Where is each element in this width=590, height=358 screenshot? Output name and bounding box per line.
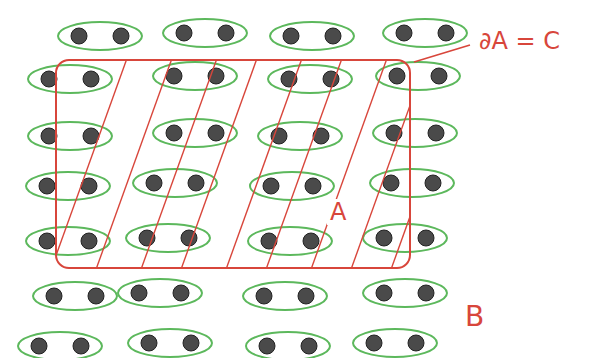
site-dot xyxy=(301,338,317,354)
dimer-ellipse xyxy=(153,119,237,147)
site-dot xyxy=(431,68,447,84)
site-dot xyxy=(71,28,87,44)
dimer-ellipse xyxy=(373,119,457,147)
boundary-label: ∂A = C xyxy=(476,28,563,54)
site-dot xyxy=(383,175,399,191)
dimer-ellipse xyxy=(363,279,447,307)
site-dot xyxy=(81,233,97,249)
dimer-ellipse xyxy=(363,224,447,252)
site-dot xyxy=(173,285,189,301)
leader-line xyxy=(414,45,470,62)
site-dot xyxy=(166,125,182,141)
dimer-ellipse xyxy=(163,19,247,47)
site-dot xyxy=(259,338,275,354)
dimer-ellipse xyxy=(58,22,142,50)
site-dot xyxy=(396,25,412,41)
site-dot xyxy=(303,233,319,249)
site-dot xyxy=(376,285,392,301)
site-dot xyxy=(218,25,234,41)
site-dot xyxy=(176,25,192,41)
site-dot xyxy=(376,230,392,246)
dimer-ellipse xyxy=(246,332,330,358)
site-dot xyxy=(88,288,104,304)
site-dot xyxy=(263,178,279,194)
site-dot xyxy=(166,68,182,84)
dimer-ellipse xyxy=(18,332,102,358)
site-dot xyxy=(389,68,405,84)
dimer-ellipse xyxy=(26,227,110,255)
region-a: A xyxy=(55,59,411,269)
site-dot xyxy=(131,285,147,301)
dimer-ellipse xyxy=(126,224,210,252)
site-dot xyxy=(438,25,454,41)
site-dot xyxy=(418,230,434,246)
hatching xyxy=(56,60,410,268)
site-dot xyxy=(325,28,341,44)
site-dot xyxy=(366,335,382,351)
dimer-ellipse xyxy=(243,282,327,310)
site-dot xyxy=(31,338,47,354)
region-label: A xyxy=(327,199,349,225)
site-dot xyxy=(188,175,204,191)
dimer-ellipse xyxy=(270,22,354,50)
site-dot xyxy=(146,175,162,191)
site-dot xyxy=(305,178,321,194)
dimer-ellipse xyxy=(268,65,352,93)
dimer-ellipse xyxy=(353,329,437,357)
site-dot xyxy=(39,233,55,249)
dimer-ellipse xyxy=(376,62,460,90)
site-dot xyxy=(425,175,441,191)
dimer-ellipse xyxy=(383,19,467,47)
site-dot xyxy=(113,28,129,44)
site-dot xyxy=(408,335,424,351)
dimer-ellipse xyxy=(248,227,332,255)
region-label: B xyxy=(462,302,487,333)
site-dot xyxy=(183,335,199,351)
site-dot xyxy=(283,28,299,44)
dimer-ellipse xyxy=(28,65,112,93)
site-dot xyxy=(256,288,272,304)
dimer-ellipse xyxy=(128,329,212,357)
site-dot xyxy=(298,288,314,304)
site-dot xyxy=(208,125,224,141)
dimer-ellipse xyxy=(26,172,110,200)
site-dot xyxy=(46,288,62,304)
site-dot xyxy=(83,71,99,87)
dimer-ellipse xyxy=(118,279,202,307)
dimer-ellipse xyxy=(33,282,117,310)
site-dot xyxy=(141,335,157,351)
site-dot xyxy=(418,285,434,301)
site-dot xyxy=(73,338,89,354)
site-dot xyxy=(39,178,55,194)
site-dot xyxy=(428,125,444,141)
dimer-group xyxy=(18,19,467,358)
